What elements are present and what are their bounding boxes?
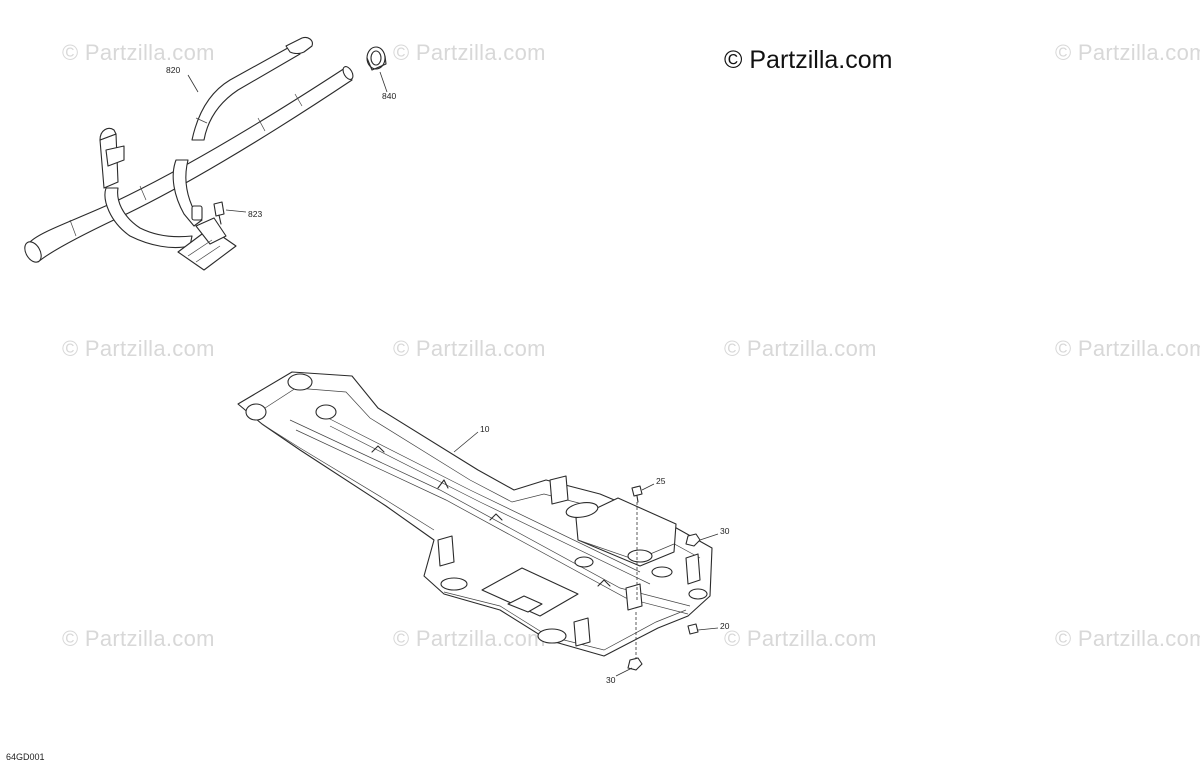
watermark: © Partzilla.com [724,336,877,361]
watermark: © Partzilla.com [1055,40,1200,65]
part-label-820: 820 [166,65,180,75]
bumper-tube-assembly [24,36,354,271]
part-label-10: 10 [480,424,490,434]
watermark: © Partzilla.com [62,336,215,361]
skid-plate-assembly [237,371,713,657]
part-label-840: 840 [382,91,396,101]
part-label-30-upper: 30 [720,526,730,536]
part-label-823: 823 [248,209,262,219]
bolt-823 [213,201,225,225]
part-label-30-lower: 30 [606,675,616,685]
watermark: © Partzilla.com [1055,626,1200,651]
watermark: © Partzilla.com [62,40,215,65]
screw-25 [631,485,643,503]
watermark: © Partzilla.com [1055,336,1200,361]
watermark: © Partzilla.com [393,40,546,65]
watermark: © Partzilla.com [62,626,215,651]
partzilla-brand: © Partzilla.com [724,46,893,74]
watermark: © Partzilla.com [724,626,877,651]
watermark: © Partzilla.com [393,336,546,361]
nut-30-upper [685,533,701,547]
plug-840 [366,46,387,71]
part-label-20: 20 [720,621,730,631]
screw-20 [687,623,699,635]
part-label-25: 25 [656,476,666,486]
watermark: © Partzilla.com [393,626,546,651]
nut-30-lower [627,657,643,671]
diagram-code: 64GD001 [6,752,45,762]
